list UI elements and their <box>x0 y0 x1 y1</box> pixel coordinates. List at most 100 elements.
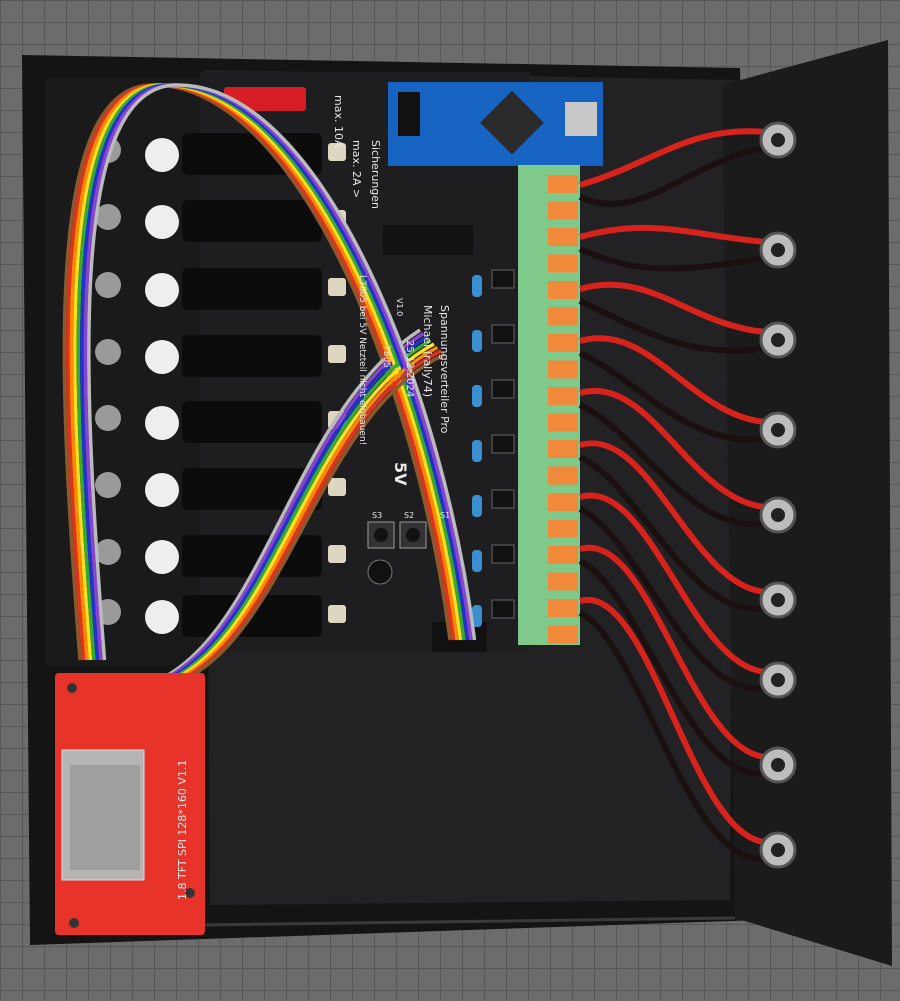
black-wire <box>578 350 766 443</box>
terminal-clamp[interactable] <box>548 201 578 220</box>
enclosure-right-wall <box>722 40 892 966</box>
indicator-led <box>328 478 346 496</box>
resistor <box>472 605 482 627</box>
indicator-led <box>328 278 346 296</box>
terminal-clamp[interactable] <box>548 546 578 564</box>
terminal-clamp[interactable] <box>548 572 578 591</box>
ribbon-wire <box>140 349 442 692</box>
black-wire <box>578 298 766 354</box>
ic-chip <box>491 599 515 619</box>
resistor <box>472 495 482 517</box>
black-wire <box>578 246 766 272</box>
switch-s2-button[interactable] <box>406 528 420 542</box>
red-wire <box>579 281 766 335</box>
fuse-holder <box>182 468 322 510</box>
black-wire <box>578 558 766 777</box>
power-jack-center <box>771 133 785 147</box>
rainbow-ribbon-cable <box>62 83 477 692</box>
red-wire <box>579 440 766 595</box>
ribbon-wire <box>144 352 446 692</box>
terminal-clamp[interactable] <box>548 440 578 458</box>
red-wire <box>579 596 766 845</box>
ribbon-wire <box>137 345 439 692</box>
pcb-title: Spannungsverteiler Pro <box>438 305 451 434</box>
power-jack-center <box>771 243 785 257</box>
pcb-author: Michael (rally74) <box>421 305 434 397</box>
black-wire <box>578 454 766 612</box>
screw <box>185 888 195 898</box>
power-jack-center <box>771 593 785 607</box>
terminal-clamp[interactable] <box>548 360 578 379</box>
ribbon-wire <box>130 338 432 692</box>
switch-label-s1: S1 <box>440 511 450 520</box>
mounting-hole <box>367 559 393 585</box>
rgb-led <box>95 204 121 230</box>
switch-label-s3: S3 <box>372 511 382 520</box>
sd-card-slot-inner <box>70 765 140 870</box>
terminal-clamp[interactable] <box>548 307 578 326</box>
power-wires <box>578 128 766 862</box>
rgb-led <box>95 472 121 498</box>
ic-chip <box>491 489 515 509</box>
fuse-holder <box>182 200 322 242</box>
led-lens <box>145 205 179 239</box>
led-lens <box>145 473 179 507</box>
screw <box>67 683 77 693</box>
resistor <box>472 385 482 407</box>
indicator-led <box>328 143 346 161</box>
terminal-clamp[interactable] <box>548 519 578 538</box>
switch-label-s2: S2 <box>404 511 414 520</box>
terminal-clamp[interactable] <box>548 254 578 273</box>
regulator-label: 7805 <box>381 345 391 368</box>
rgb-led <box>95 405 121 431</box>
ic-chip <box>491 269 515 289</box>
ic-chip <box>491 324 515 344</box>
red-wire <box>579 128 766 188</box>
fuse-holder <box>182 401 322 443</box>
power-jack-center <box>771 423 785 437</box>
switch-s3-button[interactable] <box>374 528 388 542</box>
led-lens <box>145 600 179 634</box>
terminal-clamp[interactable] <box>548 334 578 352</box>
ribbon-wire <box>87 83 477 661</box>
black-wire <box>578 145 766 207</box>
ribbon-wire <box>123 332 425 692</box>
screw <box>69 918 79 928</box>
led-lens <box>145 138 179 172</box>
red-wire <box>579 335 766 425</box>
terminal-clamp[interactable] <box>548 228 578 246</box>
rgb-led <box>95 272 121 298</box>
pcb-date: 25.12.2024 <box>404 340 415 397</box>
indicator-led <box>328 345 346 363</box>
terminal-clamp[interactable] <box>548 466 578 485</box>
terminal-clamp[interactable] <box>548 413 578 432</box>
ic-chip <box>491 379 515 399</box>
terminal-clamp[interactable] <box>548 387 578 405</box>
tft-label: 1.8 TFT SPI 128*160 V1.1 <box>176 760 189 900</box>
led-lens <box>145 540 179 574</box>
power-jack-center <box>771 843 785 857</box>
terminal-clamp[interactable] <box>548 625 578 644</box>
terminal-clamp[interactable] <box>548 599 578 617</box>
ribbon-wire <box>126 335 428 692</box>
ribbon-wire <box>119 328 421 692</box>
ic-chip <box>491 544 515 564</box>
pin-header <box>383 225 473 255</box>
terminal-clamp[interactable] <box>548 175 578 193</box>
power-jack-center <box>771 673 785 687</box>
resistor <box>472 550 482 572</box>
fuse-sub-label: max. 2A > <box>350 140 363 198</box>
fuse-label: Sicherungen <box>369 140 382 209</box>
red-wire <box>579 224 766 245</box>
fuse-holder <box>182 335 322 377</box>
led-lens <box>145 406 179 440</box>
power-jack-center <box>771 508 785 522</box>
terminal-clamp[interactable] <box>548 281 578 299</box>
red-wire <box>579 387 766 510</box>
power-jack-center <box>771 333 785 347</box>
pcb-version: V1.0 <box>395 298 404 316</box>
fuse-holder <box>182 268 322 310</box>
terminal-clamp[interactable] <box>548 493 578 511</box>
enclosure-edge <box>199 916 736 927</box>
